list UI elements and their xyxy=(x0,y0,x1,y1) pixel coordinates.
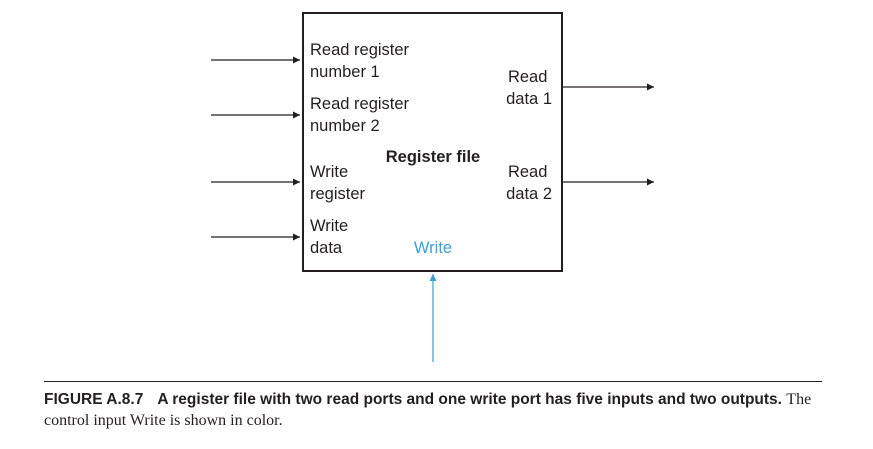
register-file-block xyxy=(302,12,563,272)
register-file-diagram: Register file Read register number 1 Rea… xyxy=(211,12,654,362)
caption-divider xyxy=(44,381,822,382)
input-label-write-data: Write data xyxy=(310,217,353,257)
input-label-read-register-2: Read register number 2 xyxy=(310,95,414,135)
output-label-read-data-2: Read data 2 xyxy=(506,163,552,203)
caption-bold-text: A register file with two read ports and … xyxy=(157,391,782,408)
figure-number: FIGURE A.8.7 xyxy=(44,391,144,408)
figure-caption: FIGURE A.8.7 A register file with two rea… xyxy=(44,389,834,431)
input-label-write-register: Write register xyxy=(310,163,366,203)
caption-normal-text: The control input Write is shown in colo… xyxy=(44,391,812,429)
register-file-title: Register file xyxy=(386,148,480,166)
control-label-write: Write xyxy=(414,239,452,257)
output-label-read-data-1: Read data 1 xyxy=(506,68,552,108)
input-label-read-register-1: Read register number 1 xyxy=(310,41,414,81)
